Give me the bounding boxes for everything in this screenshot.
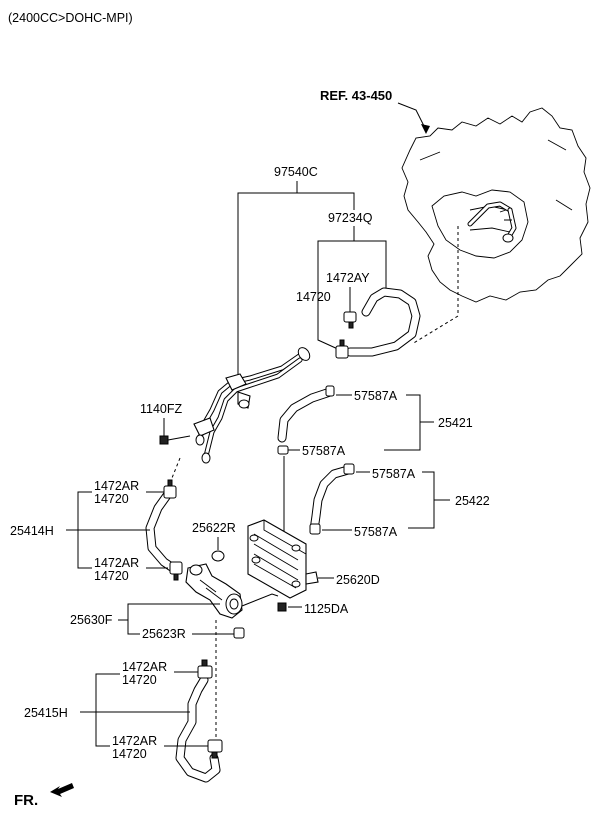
label-14720-2: 14720 bbox=[94, 569, 129, 583]
label-1472AR-4: 1472AR bbox=[112, 734, 157, 748]
reference-arrow-icon bbox=[421, 124, 430, 134]
label-57587A-2: 57587A bbox=[302, 444, 346, 458]
label-57587A-4: 57587A bbox=[354, 525, 398, 539]
bracket-25415H bbox=[80, 673, 190, 747]
pipe-assembly-97540C bbox=[193, 347, 311, 464]
clamp-57587A-3 bbox=[343, 463, 355, 475]
link-transaxle-hose bbox=[411, 226, 459, 345]
clamp-1472AR-3 bbox=[197, 659, 213, 679]
label-25422: 25422 bbox=[455, 494, 490, 508]
hose-25414H bbox=[145, 489, 181, 575]
reference-leader bbox=[397, 102, 427, 131]
hose-25421 bbox=[277, 387, 335, 443]
oil-cooler-25620D bbox=[247, 519, 319, 599]
clamp-1472AR-4 bbox=[207, 739, 223, 759]
label-1125DA: 1125DA bbox=[304, 602, 349, 616]
engine-spec-label: (2400CC>DOHC-MPI) bbox=[8, 11, 133, 25]
label-97540C: 97540C bbox=[274, 165, 318, 179]
label-25623R: 25623R bbox=[142, 627, 186, 641]
clamp-1472AR-2 bbox=[169, 561, 183, 581]
clamp-1472AR-1 bbox=[163, 479, 177, 499]
leader-97540C bbox=[237, 181, 355, 380]
label-57587A-3: 57587A bbox=[372, 467, 416, 481]
label-1140FZ: 1140FZ bbox=[140, 402, 183, 416]
bracket-25630F bbox=[118, 603, 220, 635]
bracket-25414H bbox=[66, 491, 150, 569]
oring-25622R bbox=[211, 550, 225, 562]
clamp-57587A-4 bbox=[309, 523, 321, 535]
hose-25415H bbox=[175, 675, 221, 783]
label-25415H: 25415H bbox=[24, 706, 68, 720]
clamp-57587A-1 bbox=[325, 385, 335, 397]
bracket-25421 bbox=[384, 394, 434, 451]
label-25622R: 25622R bbox=[192, 521, 236, 535]
fitting-25630F bbox=[185, 563, 279, 619]
label-14720-3: 14720 bbox=[122, 673, 157, 687]
label-1472AY: 1472AY bbox=[326, 271, 370, 285]
hose-97234Q bbox=[345, 287, 421, 357]
label-25620D: 25620D bbox=[336, 573, 380, 587]
clamp-1472AY bbox=[343, 311, 357, 329]
hose-25422 bbox=[309, 465, 353, 535]
label-1472AR-2: 1472AR bbox=[94, 556, 139, 570]
clamp-14720-top bbox=[335, 339, 349, 359]
label-14720-1: 14720 bbox=[94, 492, 129, 506]
label-1472AR-1: 1472AR bbox=[94, 479, 139, 493]
label-25630F: 25630F bbox=[70, 613, 113, 627]
front-direction-label: FR. bbox=[14, 792, 38, 809]
transaxle-housing bbox=[401, 107, 591, 303]
bolt-1125DA bbox=[277, 602, 287, 612]
plug-25623R bbox=[233, 627, 245, 639]
label-97234Q: 97234Q bbox=[328, 211, 373, 225]
leader-97234Q bbox=[317, 226, 387, 351]
label-14720-4: 14720 bbox=[112, 747, 147, 761]
label-57587A-1: 57587A bbox=[354, 389, 398, 403]
label-25421: 25421 bbox=[438, 416, 473, 430]
clamp-57587A-2 bbox=[277, 445, 289, 455]
bolt-1140FZ bbox=[159, 435, 191, 445]
label-25414H: 25414H bbox=[10, 524, 54, 538]
label-14720-top: 14720 bbox=[296, 290, 331, 304]
bracket-25422 bbox=[408, 471, 450, 529]
label-1472AR-3: 1472AR bbox=[122, 660, 167, 674]
front-arrow-icon bbox=[50, 783, 74, 797]
reference-label: REF. 43-450 bbox=[320, 88, 392, 103]
